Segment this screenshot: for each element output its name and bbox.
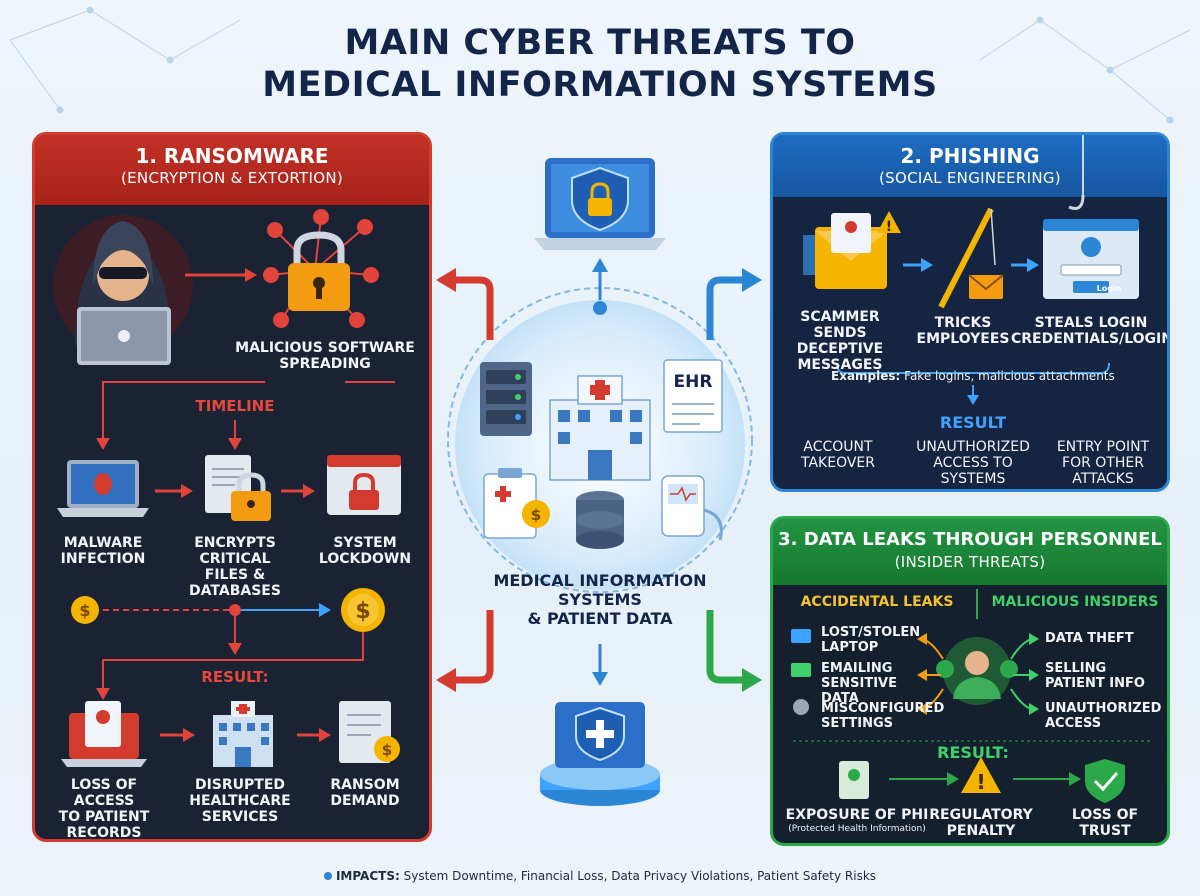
malicious-insiders-label: MALICIOUS INSIDERS [991, 594, 1159, 610]
login-button: Login [1096, 284, 1122, 293]
ransomware-result-label: RESULT: [201, 668, 269, 686]
insider-subheading: (INSIDER THREATS) [894, 553, 1046, 571]
hospital-icon [549, 375, 651, 481]
ransomware-subheading: (ENCRYPTION & EXTORTION) [121, 169, 343, 187]
infected-laptop-icon [57, 460, 149, 517]
hacker-icon [53, 215, 193, 365]
phi-clipboard-icon [839, 761, 869, 799]
svg-text:!: ! [886, 219, 892, 235]
ransomware-graphics: $ $ [53, 209, 401, 767]
phishing-subheading: (SOCIAL ENGINEERING) [879, 169, 1061, 187]
title-line-2: MEDICAL INFORMATION SYSTEMS [262, 65, 938, 105]
hospital-building-icon [213, 701, 273, 767]
phishing-heading: 2. PHISHING [900, 144, 1040, 168]
database-icon [576, 491, 624, 549]
ransomware-panel: 1. RANSOMWARE (ENCRYPTION & EXTORTION) [32, 132, 432, 842]
protected-laptop-icon [534, 158, 666, 250]
medical-clipboard-icon: $ [483, 468, 550, 539]
insider-header: 3. DATA LEAKS THROUGH PERSONNEL (INSIDER… [773, 519, 1167, 585]
impacts-footer: IMPACTS: System Downtime, Financial Loss… [0, 869, 1200, 883]
phishing-header: 2. PHISHING (SOCIAL ENGINEERING) [773, 135, 1167, 197]
svg-text:$: $ [531, 506, 541, 524]
exposure-phi-label: EXPOSURE OF PHI (Protected Health Inform… [785, 807, 929, 834]
ehr-document-icon [663, 359, 723, 433]
ransom-note-icon: $ [339, 701, 400, 763]
encrypted-files-icon [205, 455, 271, 521]
ransom-flow-icon: $ $ [71, 588, 385, 632]
insider-heading: 3. DATA LEAKS THROUGH PERSONNEL [778, 529, 1162, 550]
phishing-result-label: RESULT [939, 413, 1007, 432]
malware-padlock-icon [263, 209, 379, 328]
ehr-label: EHR [673, 372, 713, 392]
fishing-rod-icon [938, 207, 1004, 309]
medical-device-icon [661, 475, 723, 541]
impacts-label: IMPACTS: [335, 869, 400, 883]
timeline-label: TIMELINE [195, 397, 275, 415]
ransomware-heading: 1. RANSOMWARE [135, 144, 329, 168]
title-line-1: MAIN CYBER THREATS TO [344, 23, 856, 63]
accidental-leaks-label: ACCIDENTAL LEAKS [800, 594, 954, 610]
phishing-graphics: ! [803, 135, 1139, 405]
impacts-text: System Downtime, Financial Loss, Data Pr… [403, 869, 877, 883]
phishing-panel: 2. PHISHING (SOCIAL ENGINEERING) ! [770, 132, 1170, 492]
center-label: MEDICAL INFORMATION SYSTEMS & PATIENT DA… [493, 571, 707, 628]
svg-text:$: $ [355, 599, 370, 624]
login-form-icon [1043, 219, 1139, 299]
ransomware-header: 1. RANSOMWARE (ENCRYPTION & EXTORTION) [35, 135, 429, 205]
system-lockdown-icon [327, 455, 401, 515]
svg-text:$: $ [382, 741, 392, 759]
impacts-bullet-icon [323, 872, 332, 880]
security-pedestal-icon [540, 702, 660, 806]
insider-graphics: ! [791, 589, 1153, 803]
patient-records-icon [61, 701, 147, 767]
phishing-examples: Examples: Fake logins, malicious attachm… [831, 369, 1115, 383]
server-icon [480, 362, 532, 436]
data-theft-label: DATA THEFT [1045, 631, 1134, 646]
warning-icon: ! [961, 757, 1001, 794]
insider-person-icon [936, 637, 1018, 705]
trust-shield-icon [1085, 759, 1125, 803]
insider-panel: 3. DATA LEAKS THROUGH PERSONNEL (INSIDER… [770, 516, 1170, 846]
insider-result-label: RESULT: [937, 743, 1009, 762]
svg-text:$: $ [79, 601, 90, 620]
svg-text:!: ! [976, 770, 985, 794]
phishing-email-icon: ! [803, 211, 901, 289]
page-title: MAIN CYBER THREATS TO MEDICAL INFORMATIO… [0, 22, 1200, 106]
